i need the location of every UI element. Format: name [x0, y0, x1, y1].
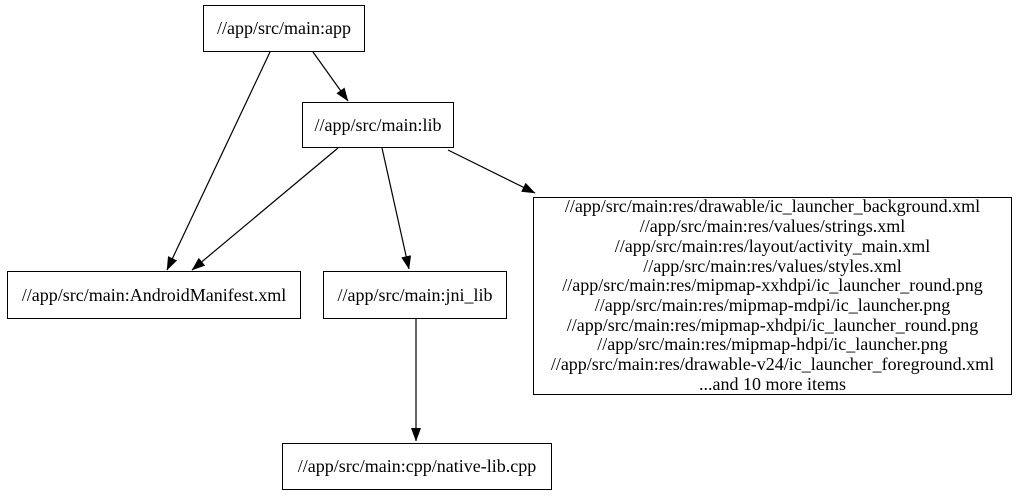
edge-lib-to-manifest [191, 147, 339, 271]
resource-item: //app/src/main:res/values/strings.xml [639, 216, 906, 237]
resource-item: //app/src/main:res/layout/activity_main.… [614, 235, 931, 256]
node-resources: //app/src/main:res/drawable/ic_launcher_… [533, 197, 1012, 395]
node-app-label: //app/src/main:app [217, 18, 351, 38]
node-jni-lib: //app/src/main:jni_lib [323, 271, 507, 319]
edge-app-to-manifest [166, 51, 271, 271]
node-native-lib-cpp: //app/src/main:cpp/native-lib.cpp [282, 443, 552, 490]
node-native-lib-cpp-label: //app/src/main:cpp/native-lib.cpp [297, 456, 537, 476]
node-jni-lib-label: //app/src/main:jni_lib [337, 284, 493, 305]
resource-item: //app/src/main:res/mipmap-hdpi/ic_launch… [597, 334, 948, 355]
resource-item: //app/src/main:res/mipmap-mdpi/ic_launch… [594, 295, 951, 315]
edge-app-to-lib [312, 51, 349, 102]
node-app: //app/src/main:app [203, 5, 365, 52]
node-android-manifest-label: //app/src/main:AndroidManifest.xml [21, 284, 287, 305]
node-android-manifest: //app/src/main:AndroidManifest.xml [7, 271, 301, 319]
edge-lib-to-resources [447, 149, 536, 194]
node-lib-label: //app/src/main:lib [314, 114, 442, 135]
resource-item: //app/src/main:res/mipmap-xhdpi/ic_launc… [566, 314, 979, 335]
resource-item: //app/src/main:res/mipmap-xxhdpi/ic_laun… [562, 275, 983, 296]
resource-item: //app/src/main:res/drawable/ic_launcher_… [564, 196, 981, 217]
resource-more-items: ...and 10 more items [699, 373, 846, 394]
resource-item: //app/src/main:res/values/styles.xml [643, 255, 902, 276]
node-lib: //app/src/main:lib [302, 102, 454, 148]
edge-lib-to-jni-lib [381, 147, 412, 270]
resource-item: //app/src/main:res/drawable-v24/ic_launc… [550, 354, 995, 375]
